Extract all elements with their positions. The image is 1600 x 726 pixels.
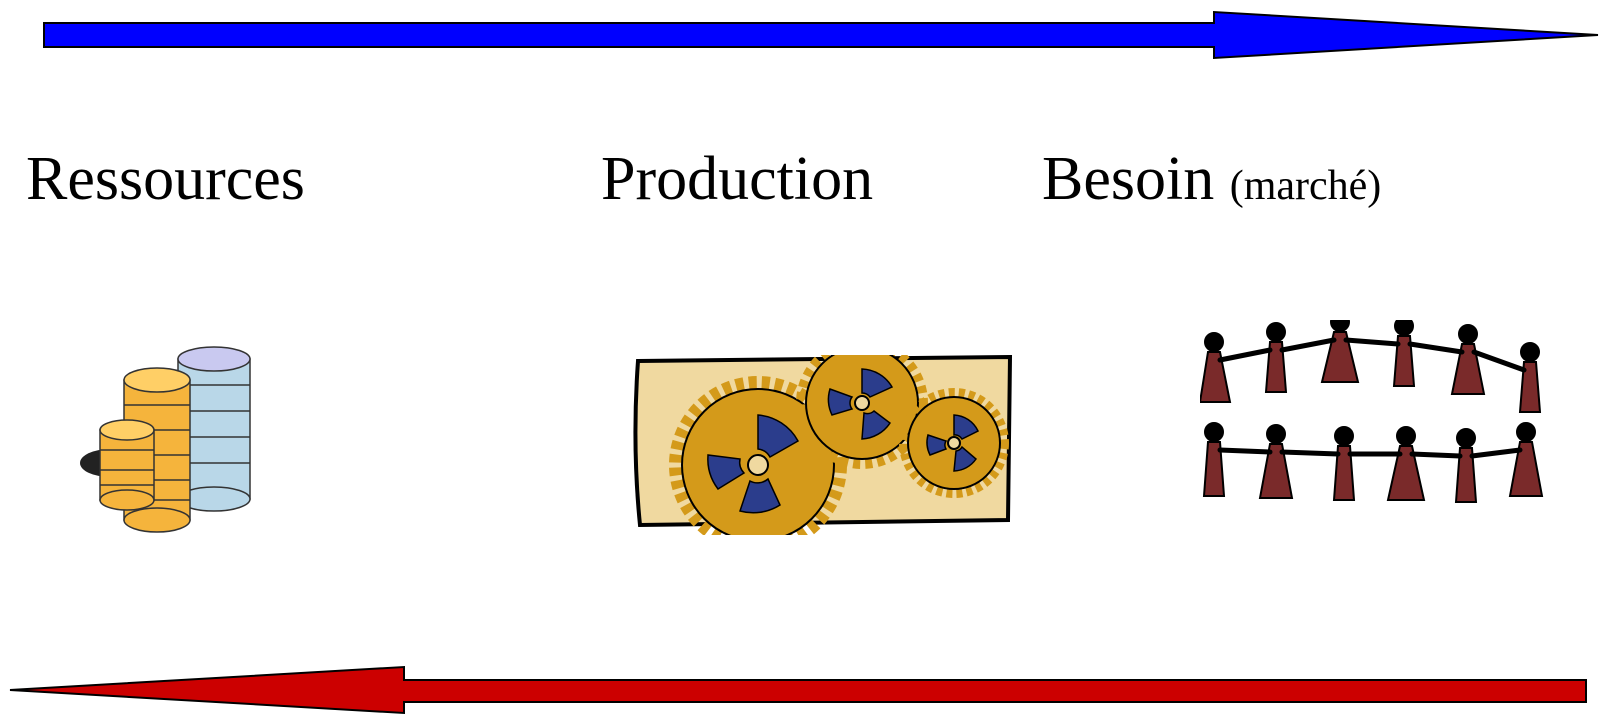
need-label: Besoin (marché): [1042, 148, 1381, 210]
backward-arrow-icon: [9, 665, 1587, 715]
forward-arrow-icon: [43, 10, 1599, 60]
resources-label: Ressources: [26, 145, 305, 213]
production-label: Production: [601, 145, 874, 213]
people-chain-icon: [1200, 320, 1544, 503]
coin-stack-icon: [80, 346, 251, 533]
gears-icon: [633, 355, 1013, 535]
need-label-qualifier: (marché): [1229, 163, 1382, 209]
need-label-main: Besoin: [1042, 145, 1215, 213]
